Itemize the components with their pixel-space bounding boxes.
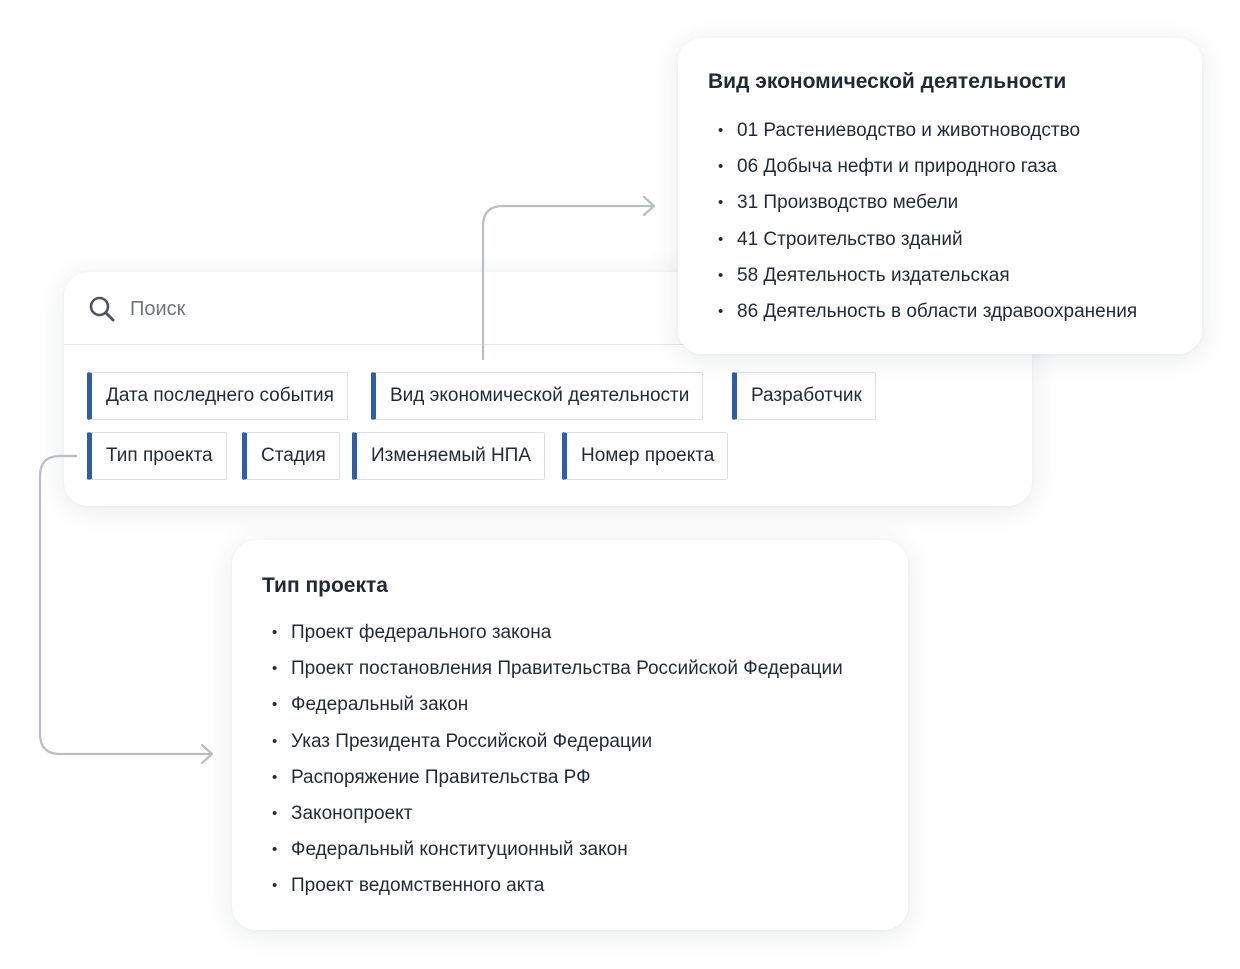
project-type-popup: Тип проекта • Проект федерального закона …	[232, 540, 908, 930]
search-icon	[89, 296, 115, 322]
list-item-label: 01 Растениеводство и животноводство	[737, 120, 1081, 141]
list-item-label: 58 Деятельность издательская	[737, 264, 1010, 286]
filter-chip-amended-act[interactable]: Изменяемый НПА	[352, 432, 546, 480]
filter-chip-economic-activity[interactable]: Вид экономической деятельности	[371, 372, 704, 420]
list-item[interactable]: • 06 Добыча нефти и природного газа	[708, 154, 1137, 190]
list-item[interactable]: • Федеральный закон	[262, 692, 843, 728]
popup-title: Вид экономической деятельности	[708, 70, 1067, 93]
filter-chip-project-type[interactable]: Тип проекта	[87, 432, 227, 480]
list-item[interactable]: • Проект ведомственного акта	[262, 873, 843, 909]
list-item-label: 41 Строительство зданий	[737, 228, 963, 250]
list-item[interactable]: • Законопроект	[262, 801, 843, 837]
bullet-icon: •	[718, 266, 724, 284]
bullet-icon: •	[272, 804, 278, 822]
bullet-icon: •	[718, 230, 724, 248]
filter-chip-project-number[interactable]: Номер проекта	[562, 432, 729, 480]
search-input[interactable]	[130, 292, 690, 326]
list-item-label: Проект постановления Правительства Росси…	[291, 658, 843, 680]
project-type-list: • Проект федерального закона • Проект пост…	[262, 620, 843, 910]
list-item[interactable]: • Указ Президента Российской Федерации	[262, 729, 843, 765]
list-item-label: 06 Добыча нефти и природного газа	[737, 156, 1057, 178]
bullet-icon: •	[272, 877, 278, 895]
list-item-label: Проект федерального закона	[291, 622, 552, 643]
bullet-icon: •	[718, 122, 724, 139]
bullet-icon: •	[718, 194, 724, 212]
bullet-icon: •	[718, 302, 724, 320]
arrow-right-icon	[200, 743, 214, 765]
list-item[interactable]: • 41 Строительство зданий	[708, 227, 1137, 263]
list-item[interactable]: • Федеральный конституционный закон	[262, 837, 843, 873]
bullet-icon: •	[272, 660, 278, 678]
list-item-label: Распоряжение Правительства РФ	[291, 766, 591, 788]
list-item-label: Законопроект	[291, 802, 413, 824]
economic-activity-popup: Вид экономической деятельности • 01 Расте…	[678, 38, 1202, 354]
list-item[interactable]: • Распоряжение Правительства РФ	[262, 765, 843, 801]
list-item[interactable]: • Проект постановления Правительства Росс…	[262, 656, 843, 692]
filter-chip-stage[interactable]: Стадия	[242, 432, 340, 480]
list-item-label: Проект ведомственного акта	[291, 875, 545, 897]
bullet-icon: •	[272, 841, 278, 859]
bullet-icon: •	[272, 624, 278, 641]
filter-chip-developer[interactable]: Разработчик	[732, 372, 876, 420]
list-item[interactable]: • 86 Деятельность в области здравоохранен…	[708, 299, 1137, 335]
list-item-label: Указ Президента Российской Федерации	[291, 730, 653, 752]
list-item-label: Федеральный конституционный закон	[291, 839, 628, 861]
bullet-icon: •	[272, 696, 278, 714]
economic-activity-list: • 01 Растениеводство и животноводство • 06…	[708, 118, 1137, 335]
list-item[interactable]: • 01 Растениеводство и животноводство	[708, 118, 1137, 154]
popup-title: Тип проекта	[262, 574, 388, 597]
list-item-label: Федеральный закон	[291, 694, 469, 716]
list-item[interactable]: • 58 Деятельность издательская	[708, 263, 1137, 299]
list-item-label: 31 Производство мебели	[737, 192, 959, 214]
filter-chip-last-event-date[interactable]: Дата последнего события	[87, 372, 348, 420]
list-item[interactable]: • 31 Производство мебели	[708, 190, 1137, 226]
bullet-icon: •	[718, 158, 724, 176]
list-item-label: 86 Деятельность в области здравоохранени…	[737, 300, 1138, 322]
bullet-icon: •	[272, 732, 278, 750]
arrow-right-icon	[642, 195, 656, 217]
list-item[interactable]: • Проект федерального закона	[262, 620, 843, 656]
bullet-icon: •	[272, 768, 278, 786]
